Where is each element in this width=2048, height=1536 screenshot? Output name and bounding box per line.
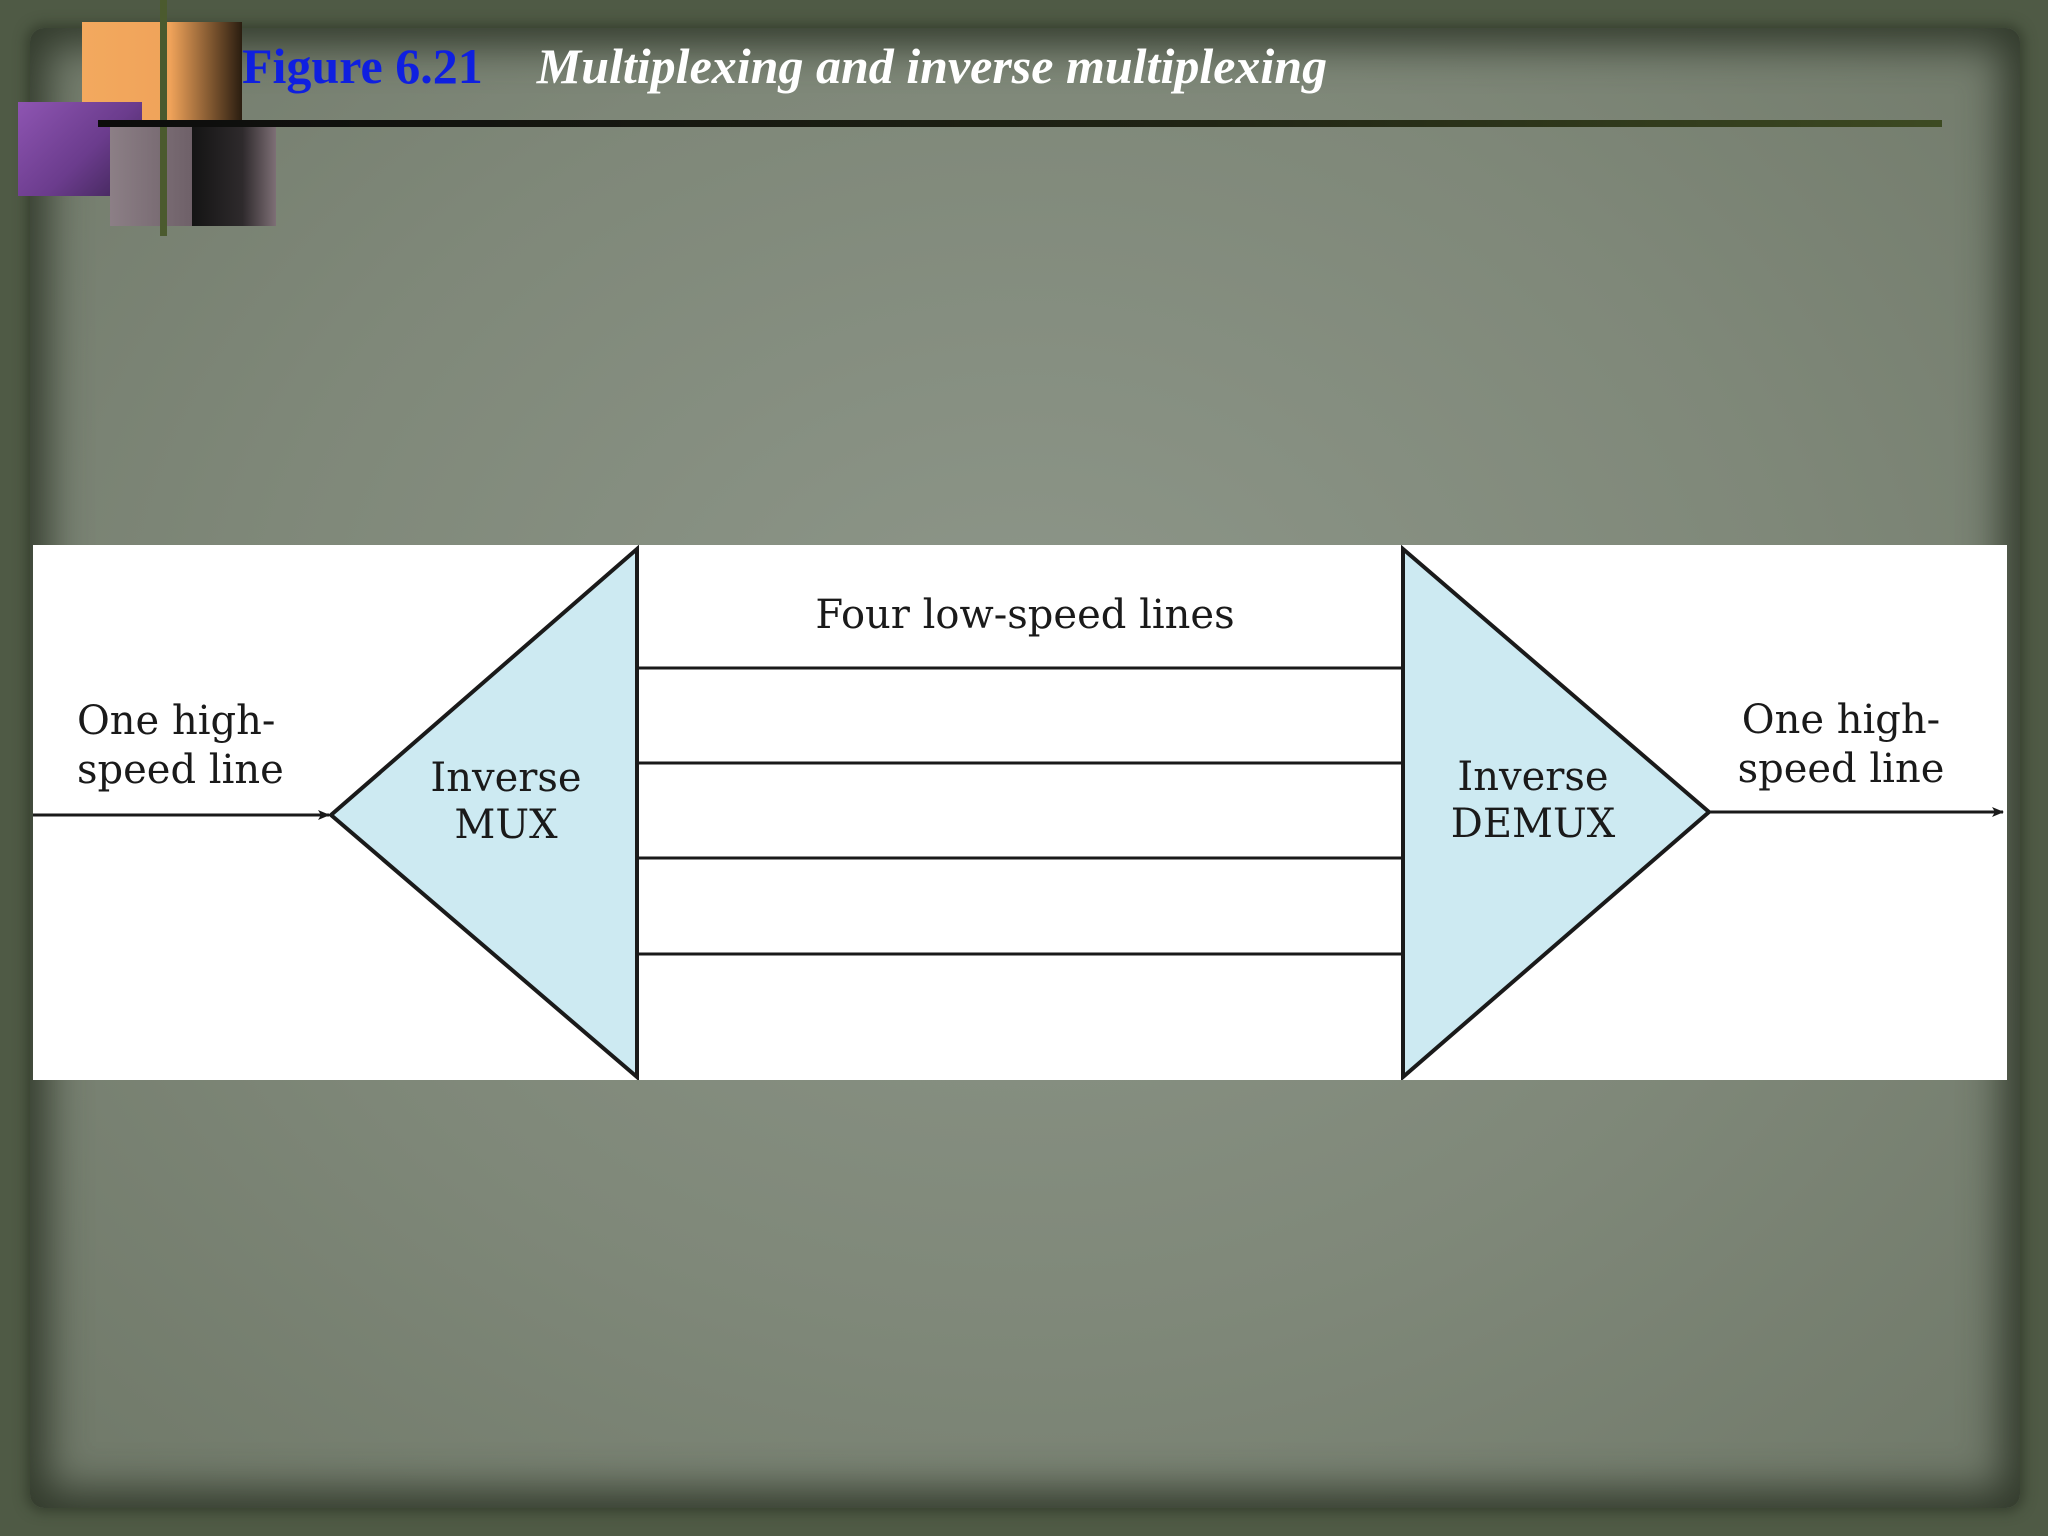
figure-number: Figure 6.21 xyxy=(242,38,483,94)
slide-title: Figure 6.21 Multiplexing and inverse mult… xyxy=(242,34,1327,98)
inverse-demux-block xyxy=(1401,545,1713,1080)
mux-label-line2: MUX xyxy=(454,802,558,848)
figure-caption: Multiplexing and inverse multiplexing xyxy=(536,38,1328,94)
input-label-line2: speed line xyxy=(77,747,284,793)
diagram-panel: One high- speed line Inverse MUX Four lo… xyxy=(33,545,2007,1080)
decor-vertical-rule xyxy=(160,0,167,236)
demux-label-line2: DEMUX xyxy=(1451,801,1616,847)
demux-label-line1: Inverse xyxy=(1457,754,1608,800)
input-label-line1: One high- xyxy=(77,698,275,744)
inverse-mux-block xyxy=(327,545,639,1080)
low-speed-lines-label: Four low-speed lines xyxy=(815,592,1234,638)
decor-black-square xyxy=(192,122,276,226)
title-underline xyxy=(98,120,1942,127)
inverse-mux-diagram: One high- speed line Inverse MUX Four lo… xyxy=(33,545,2004,1080)
output-label-line2: speed line xyxy=(1738,746,1945,792)
mux-label-line1: Inverse xyxy=(430,755,581,801)
output-label-line1: One high- xyxy=(1742,697,1940,743)
